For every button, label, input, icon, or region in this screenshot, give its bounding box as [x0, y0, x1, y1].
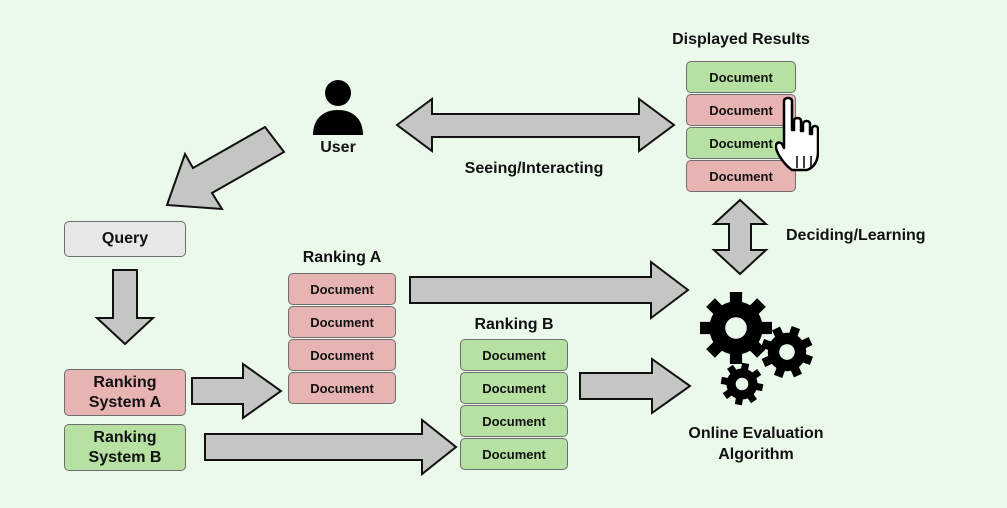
- displayed-document-4[interactable]: Document: [686, 160, 796, 192]
- query-to-systems-arrow: [94, 269, 156, 346]
- user-label: User: [320, 139, 356, 156]
- ranking-a-document-2[interactable]: Document: [288, 306, 396, 338]
- seeing-interacting-label: Seeing/Interacting: [464, 160, 604, 177]
- ranking-a-to-evaluation-arrow: [409, 259, 690, 321]
- ranking-system-b-box[interactable]: Ranking System B: [64, 424, 186, 471]
- gears-icon: [700, 292, 821, 409]
- ranking-a-document-3[interactable]: Document: [288, 339, 396, 371]
- ranking-b-document-4[interactable]: Document: [460, 438, 568, 470]
- online-evaluation-label: Online Evaluation Algorithm: [688, 425, 824, 463]
- ranking-b-title: Ranking B: [474, 316, 554, 333]
- query-box[interactable]: Query: [64, 221, 186, 257]
- pointing-hand-icon: [775, 96, 819, 172]
- small-gear-icon: [717, 359, 767, 409]
- ranking-a-document-4[interactable]: Document: [288, 372, 396, 404]
- large-gear-icon: [700, 292, 772, 364]
- seeing-interacting-arrow: [395, 97, 676, 153]
- ranking-system-a-box[interactable]: Ranking System A: [64, 369, 186, 416]
- ranking-b-document-3[interactable]: Document: [460, 405, 568, 437]
- ranking-b-document-1[interactable]: Document: [460, 339, 568, 371]
- system-a-to-ranking-a-arrow: [191, 362, 283, 420]
- displayed-document-1[interactable]: Document: [686, 61, 796, 93]
- ranking-a-document-1[interactable]: Document: [288, 273, 396, 305]
- displayed-document-2[interactable]: Document: [686, 94, 796, 126]
- ranking-b-to-evaluation-arrow: [579, 357, 692, 415]
- ranking-b-document-2[interactable]: Document: [460, 372, 568, 404]
- user-to-query-arrow: [165, 125, 286, 211]
- displayed-results-title: Displayed Results: [672, 31, 810, 48]
- deciding-learning-label: Deciding/Learning: [786, 227, 926, 244]
- system-b-to-ranking-b-arrow: [204, 417, 458, 477]
- deciding-learning-arrow: [711, 198, 769, 276]
- user-icon: [313, 80, 363, 135]
- ranking-a-title: Ranking A: [302, 249, 382, 266]
